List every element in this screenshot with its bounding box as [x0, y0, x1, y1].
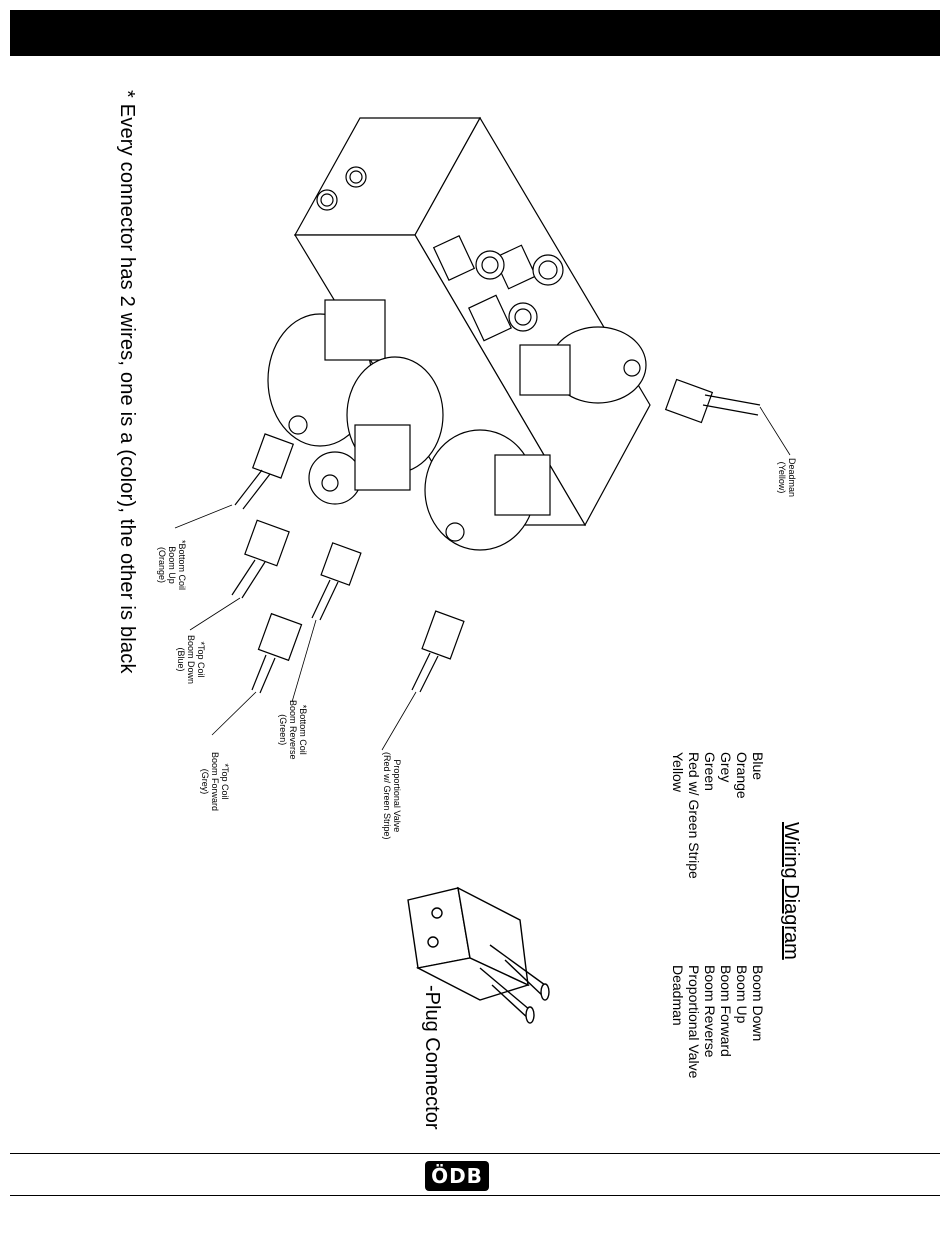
callout-deadman: Deadman(Yellow): [777, 458, 797, 498]
leader-boom-forward: [211, 691, 257, 736]
wiring-diagram-title: Wiring Diagram: [780, 822, 802, 960]
header-bar: [10, 10, 940, 56]
wiring-diagram-colors: Blue Orange Grey Green Red w/ Green Stri…: [670, 752, 766, 879]
callout-proportional-valve: Proportional Valve(Red w/ Green Stripe): [382, 752, 402, 840]
footer-top-rule: [10, 1153, 940, 1154]
odb-logo-text: ÖDB: [431, 1164, 483, 1188]
leader-boom-reverse: [291, 619, 317, 703]
leader-boom-up: [174, 504, 233, 529]
plug-connector-label: -Plug Connector: [421, 985, 443, 1130]
plug-connector-drawing: [407, 886, 550, 1024]
leader-deadman: [759, 406, 791, 456]
footer-bottom-rule: [10, 1195, 940, 1196]
wiring-diagram-functions: Boom Down Boom Up Boom Forward Boom Reve…: [670, 965, 766, 1079]
odb-logo: ÖDB: [425, 1161, 489, 1191]
leader-proportional: [381, 691, 417, 751]
leader-boom-down: [189, 597, 241, 631]
